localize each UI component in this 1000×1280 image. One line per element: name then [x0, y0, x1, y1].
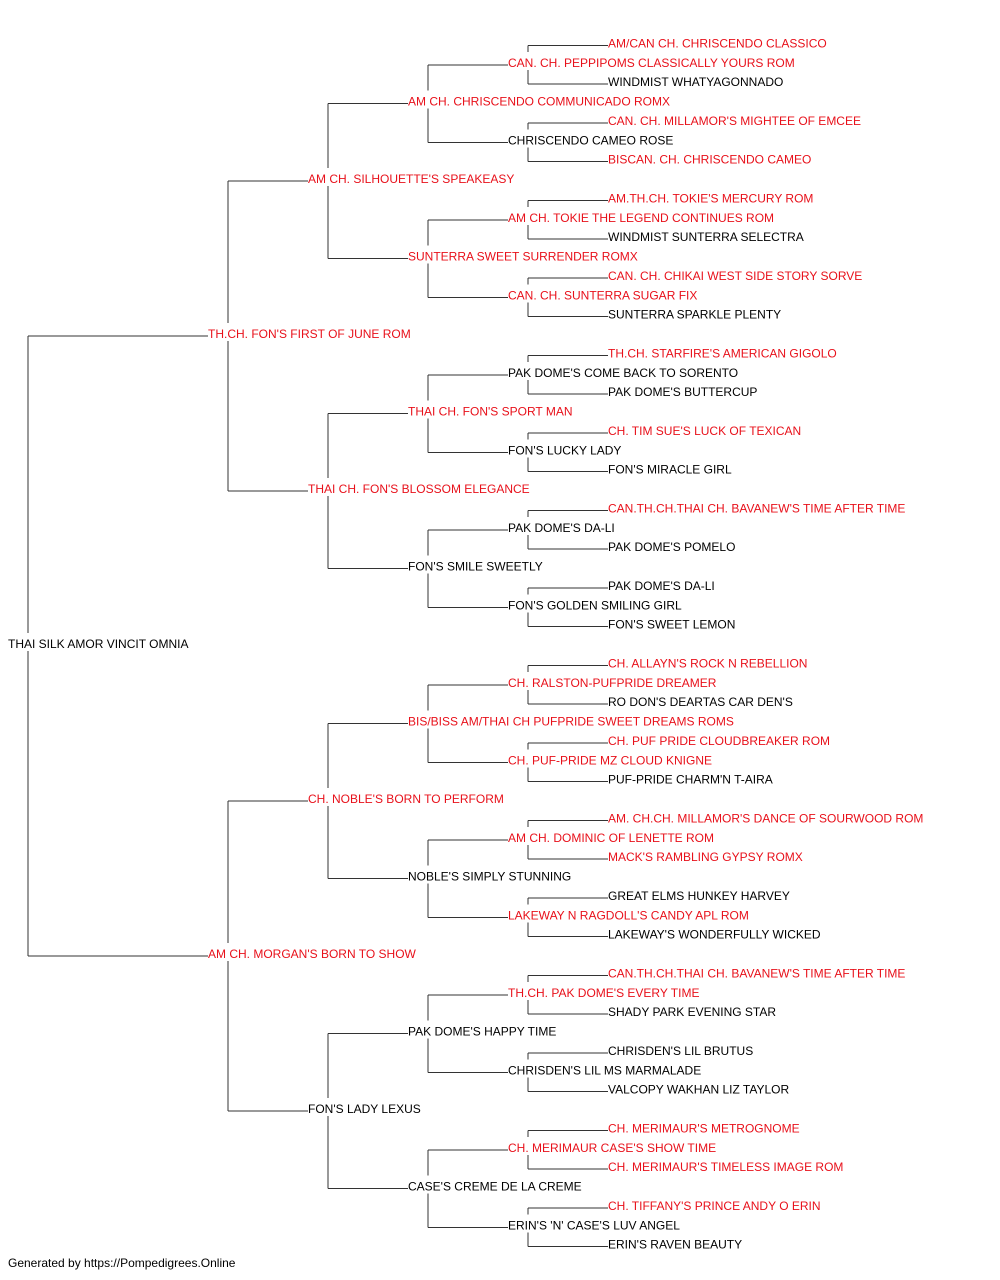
pedigree-name-sire-sire-dam-dam: CAN. CH. SUNTERRA SUGAR FIX [508, 288, 697, 302]
pedigree-name-dam-dam-sire-dam-sire: CHRISDEN'S LIL BRUTUS [608, 1044, 753, 1058]
pedigree-name-dam-sire-sire-sire-sire: CH. ALLAYN'S ROCK N REBELLION [608, 656, 807, 670]
pedigree-name-dam-dam-sire-sire-sire: CAN.TH.CH.THAI CH. BAVANEW'S TIME AFTER … [608, 966, 905, 980]
pedigree-name-sire-dam-dam-dam-dam: FON'S SWEET LEMON [608, 618, 735, 632]
pedigree-name-sire-dam-dam: FON'S SMILE SWEETLY [408, 560, 543, 574]
pedigree-name-dam-dam: FON'S LADY LEXUS [308, 1102, 421, 1116]
pedigree-name-sire-sire-sire-sire: CAN. CH. PEPPIPOMS CLASSICALLY YOURS ROM [508, 56, 795, 70]
pedigree-name-sire-dam-sire-sire-sire: TH.CH. STARFIRE'S AMERICAN GIGOLO [608, 346, 837, 360]
pedigree-name-dam-dam-dam-dam-sire: CH. TIFFANY'S PRINCE ANDY O ERIN [608, 1199, 821, 1213]
pedigree-name-sire-sire-dam-sire: AM CH. TOKIE THE LEGEND CONTINUES ROM [508, 211, 774, 225]
pedigree-name-sire-sire-dam-sire-sire: AM.TH.CH. TOKIE'S MERCURY ROM [608, 191, 813, 205]
pedigree-name-sire-sire-sire-sire-dam: WINDMIST WHATYAGONNADO [608, 75, 783, 89]
pedigree-name-sire-sire: AM CH. SILHOUETTE'S SPEAKEASY [308, 172, 514, 186]
pedigree-name-dam-dam-dam-sire: CH. MERIMAUR CASE'S SHOW TIME [508, 1141, 716, 1155]
pedigree-name-dam-sire-sire-dam-dam: PUF-PRIDE CHARM'N T-AIRA [608, 773, 773, 787]
pedigree-name-sire-dam-sire: THAI CH. FON'S SPORT MAN [408, 405, 573, 419]
pedigree-name-: THAI SILK AMOR VINCIT OMNIA [8, 637, 188, 651]
pedigree-name-dam-sire-dam-sire-dam: MACK'S RAMBLING GYPSY ROMX [608, 850, 803, 864]
pedigree-name-sire-dam-dam-sire-sire: CAN.TH.CH.THAI CH. BAVANEW'S TIME AFTER … [608, 501, 905, 515]
pedigree-name-dam-sire-dam-sire-sire: AM. CH.CH. MILLAMOR'S DANCE OF SOURWOOD … [608, 811, 923, 825]
pedigree-name-dam-sire-sire-dam-sire: CH. PUF PRIDE CLOUDBREAKER ROM [608, 734, 830, 748]
pedigree-name-dam-dam-dam-sire-sire: CH. MERIMAUR'S METROGNOME [608, 1121, 800, 1135]
pedigree-name-sire-sire-sire-sire-sire: AM/CAN CH. CHRISCENDO CLASSICO [608, 36, 827, 50]
pedigree-name-dam-sire: CH. NOBLE'S BORN TO PERFORM [308, 792, 504, 806]
pedigree-name-dam-sire-dam-dam: LAKEWAY N RAGDOLL'S CANDY APL ROM [508, 908, 749, 922]
pedigree-name-dam-sire-sire-sire: CH. RALSTON-PUFPRIDE DREAMER [508, 676, 717, 690]
pedigree-name-dam-dam-sire-dam-dam: VALCOPY WAKHAN LIZ TAYLOR [608, 1083, 789, 1097]
pedigree-name-dam-sire-dam-dam-sire: GREAT ELMS HUNKEY HARVEY [608, 889, 790, 903]
pedigree-name-sire-dam-sire-sire: PAK DOME'S COME BACK TO SORENTO [508, 366, 738, 380]
pedigree-name-sire-sire-sire: AM CH. CHRISCENDO COMMUNICADO ROMX [408, 95, 670, 109]
pedigree-name-sire-sire-sire-dam-dam: BISCAN. CH. CHRISCENDO CAMEO [608, 153, 811, 167]
pedigree-name-dam-dam-sire-sire-dam: SHADY PARK EVENING STAR [608, 1005, 776, 1019]
pedigree-name-dam-sire-sire-sire-dam: RO DON'S DEARTAS CAR DEN'S [608, 695, 793, 709]
pedigree-name-sire-dam-sire-sire-dam: PAK DOME'S BUTTERCUP [608, 385, 757, 399]
pedigree-name-sire-sire-dam-sire-dam: WINDMIST SUNTERRA SELECTRA [608, 230, 804, 244]
pedigree-name-dam-sire-dam-sire: AM CH. DOMINIC OF LENETTE ROM [508, 831, 714, 845]
pedigree-name-dam-dam-sire-sire: TH.CH. PAK DOME'S EVERY TIME [508, 986, 699, 1000]
pedigree-name-sire-dam-dam-dam-sire: PAK DOME'S DA-LI [608, 579, 715, 593]
pedigree-name-sire-dam-sire-dam-dam: FON'S MIRACLE GIRL [608, 463, 732, 477]
pedigree-name-sire-sire-sire-dam: CHRISCENDO CAMEO ROSE [508, 133, 673, 147]
pedigree-name-sire-sire-dam-dam-dam: SUNTERRA SPARKLE PLENTY [608, 308, 781, 322]
pedigree-name-sire-sire-sire-dam-sire: CAN. CH. MILLAMOR'S MIGHTEE OF EMCEE [608, 114, 861, 128]
pedigree-name-dam-sire-sire: BIS/BISS AM/THAI CH PUFPRIDE SWEET DREAM… [408, 715, 734, 729]
pedigree-name-dam-sire-dam-dam-dam: LAKEWAY'S WONDERFULLY WICKED [608, 928, 821, 942]
pedigree-name-sire-sire-dam: SUNTERRA SWEET SURRENDER ROMX [408, 250, 638, 264]
pedigree-name-sire-dam-sire-dam-sire: CH. TIM SUE'S LUCK OF TEXICAN [608, 424, 801, 438]
pedigree-name-dam-dam-dam: CASE'S CREME DE LA CREME [408, 1180, 582, 1194]
pedigree-name-sire-sire-dam-dam-sire: CAN. CH. CHIKAI WEST SIDE STORY SORVE [608, 269, 862, 283]
pedigree-name-sire: TH.CH. FON'S FIRST OF JUNE ROM [208, 327, 411, 341]
footer-credit: Generated by https://Pompedigrees.Online [8, 1256, 236, 1270]
pedigree-name-dam-dam-dam-dam: ERIN'S 'N' CASE'S LUV ANGEL [508, 1218, 680, 1232]
pedigree-name-sire-dam-sire-dam: FON'S LUCKY LADY [508, 443, 621, 457]
pedigree-name-dam-sire-dam: NOBLE'S SIMPLY STUNNING [408, 870, 571, 884]
pedigree-name-dam-dam-dam-sire-dam: CH. MERIMAUR'S TIMELESS IMAGE ROM [608, 1160, 843, 1174]
pedigree-name-sire-dam-dam-sire: PAK DOME'S DA-LI [508, 521, 615, 535]
pedigree-name-dam-dam-sire: PAK DOME'S HAPPY TIME [408, 1025, 556, 1039]
pedigree-name-sire-dam: THAI CH. FON'S BLOSSOM ELEGANCE [308, 482, 530, 496]
pedigree-name-sire-dam-dam-dam: FON'S GOLDEN SMILING GIRL [508, 598, 682, 612]
pedigree-name-dam-sire-sire-dam: CH. PUF-PRIDE MZ CLOUD KNIGNE [508, 753, 712, 767]
pedigree-name-dam-dam-sire-dam: CHRISDEN'S LIL MS MARMALADE [508, 1063, 701, 1077]
pedigree-name-dam-dam-dam-dam-dam: ERIN'S RAVEN BEAUTY [608, 1238, 742, 1252]
pedigree-name-sire-dam-dam-sire-dam: PAK DOME'S POMELO [608, 540, 735, 554]
pedigree-name-dam: AM CH. MORGAN'S BORN TO SHOW [208, 947, 417, 961]
